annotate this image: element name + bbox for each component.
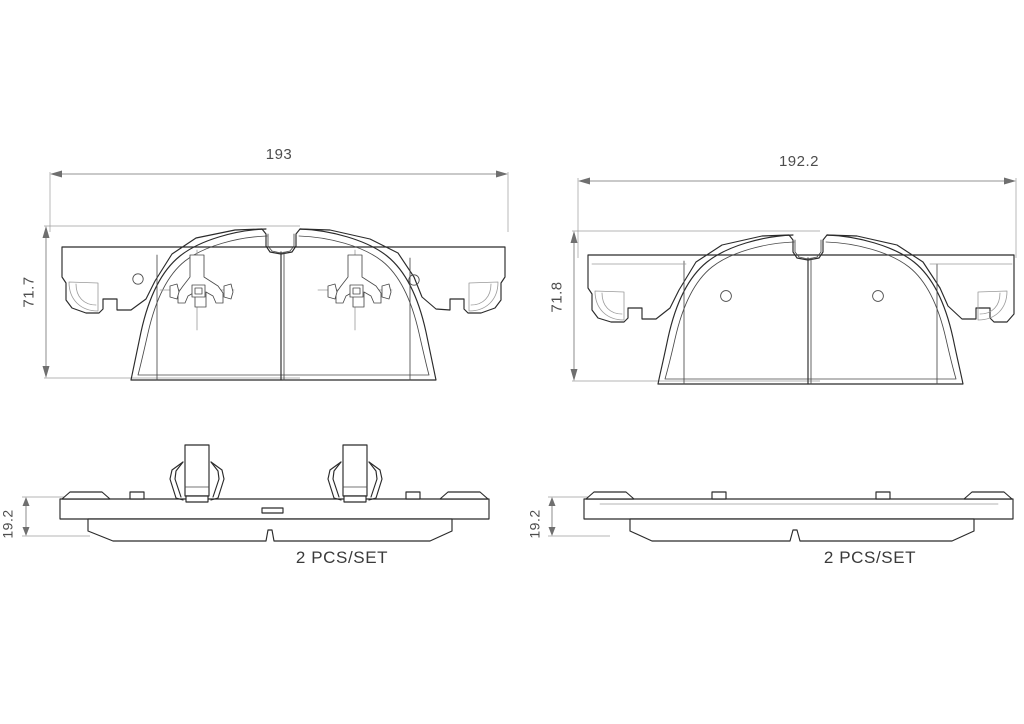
set-note-left: 2 PCS/SET [295,548,389,567]
width-dimension-right [577,177,1017,258]
bottom-left-view [22,444,490,542]
spring-clip-side-right [327,444,383,503]
top-right-view [570,177,1017,385]
height-dimension-left [42,225,300,379]
height-dimension-right [570,230,820,382]
set-note-right: 2 PCS/SET [823,548,917,567]
thickness-dimension-left [22,496,90,537]
thickness-dimension-right [548,496,610,537]
thickness-label-right: 19.2 [526,509,543,539]
height-label-left: 71.7 [20,276,38,308]
width-label-left: 193 [265,146,293,163]
bottom-right-view [548,491,1014,542]
top-left-view [42,170,509,381]
height-label-right: 71.8 [548,281,566,313]
spring-clip-right [317,249,393,331]
width-dimension-left [49,170,509,232]
width-label-right: 192.2 [778,153,820,170]
spring-clip-side-left [169,444,225,503]
spring-clip-left [159,249,235,331]
thickness-label-left: 19.2 [0,509,16,539]
